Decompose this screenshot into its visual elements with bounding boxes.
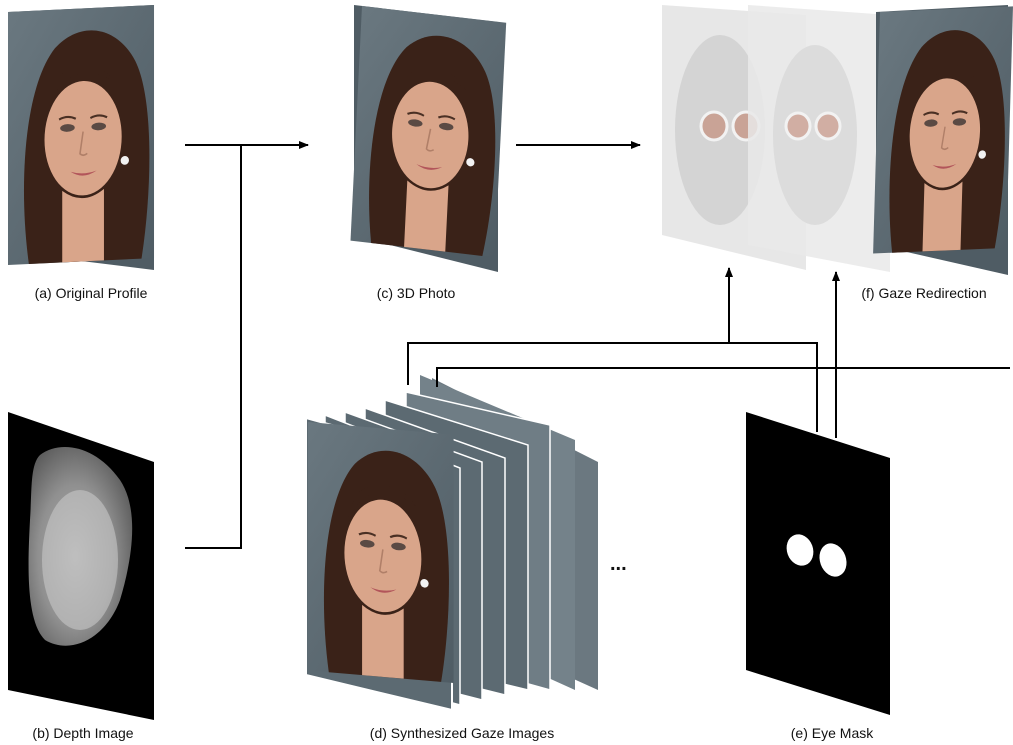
3d-photo-image (349, 4, 508, 272)
caption-original-profile: (a) Original Profile (35, 285, 148, 301)
caption-depth-image: (b) Depth Image (32, 725, 133, 741)
gaze-redirection-layers (662, 5, 1013, 275)
caption-3d-photo: (c) 3D Photo (377, 285, 456, 301)
caption-eye-mask: (e) Eye Mask (791, 725, 874, 741)
original-profile-image (6, 3, 156, 270)
eye-mask-image (746, 412, 890, 715)
depth-image (8, 412, 154, 720)
flow-arrows (185, 141, 1010, 549)
ellipsis-label: ... (610, 553, 627, 575)
caption-synthesized-gaze: (d) Synthesized Gaze Images (370, 725, 554, 741)
caption-gaze-redirection: (f) Gaze Redirection (861, 285, 986, 301)
synthesized-gaze-stack (305, 375, 598, 712)
